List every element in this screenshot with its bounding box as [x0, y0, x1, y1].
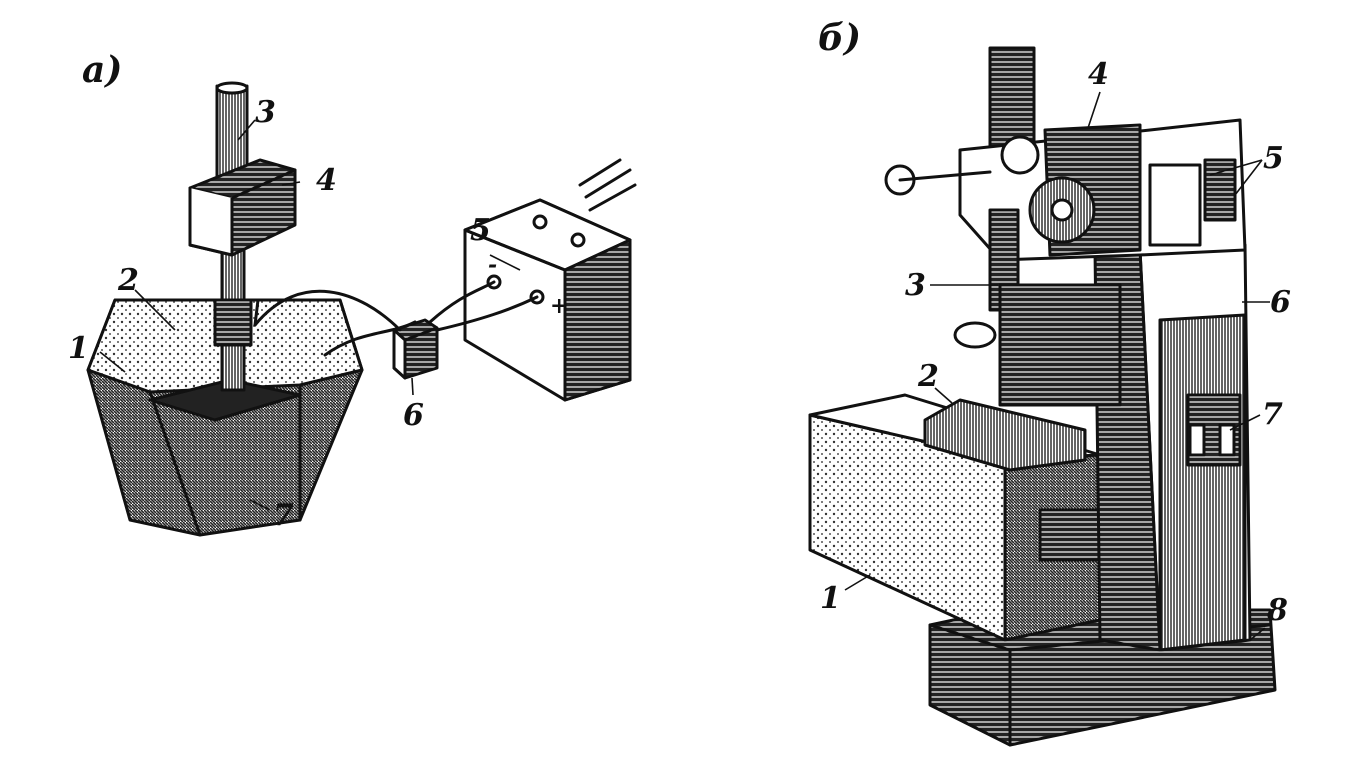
label-a-2: 2 — [117, 263, 139, 298]
label-a-4: 4 — [316, 163, 337, 198]
machine-head — [884, 46, 1247, 407]
label-b-8: 8 — [1266, 593, 1288, 628]
label-a-3: 3 — [255, 95, 276, 130]
leader-lines-b — [844, 91, 1270, 641]
panel-b-title: б) — [818, 17, 861, 59]
label-a-7: 7 — [273, 498, 294, 533]
feed-head — [188, 158, 297, 257]
panel-a: а) — [68, 49, 637, 537]
label-a-1: 1 — [68, 331, 89, 366]
polarity-plus: + — [550, 293, 568, 319]
label-b-7: 7 — [1262, 397, 1283, 432]
label-b-6: 6 — [1270, 285, 1291, 320]
switch-box — [392, 318, 439, 380]
label-b-1: 1 — [820, 581, 841, 616]
panel-b: б) — [808, 17, 1291, 747]
label-a-5: 5 — [470, 213, 491, 248]
wires — [253, 280, 539, 357]
worktable — [923, 398, 1087, 472]
control-panel — [1186, 393, 1242, 467]
label-b-5: 5 — [1263, 141, 1284, 176]
workpiece — [148, 378, 302, 422]
label-a-6: 6 — [403, 398, 424, 433]
leader-lines-a — [99, 119, 521, 511]
label-b-4: 4 — [1088, 57, 1109, 92]
label-b-2: 2 — [917, 359, 939, 394]
power-supply — [463, 158, 637, 402]
polarity-minus: - — [488, 252, 497, 278]
label-b-3: 3 — [905, 268, 926, 303]
panel-a-title: а) — [82, 49, 122, 91]
